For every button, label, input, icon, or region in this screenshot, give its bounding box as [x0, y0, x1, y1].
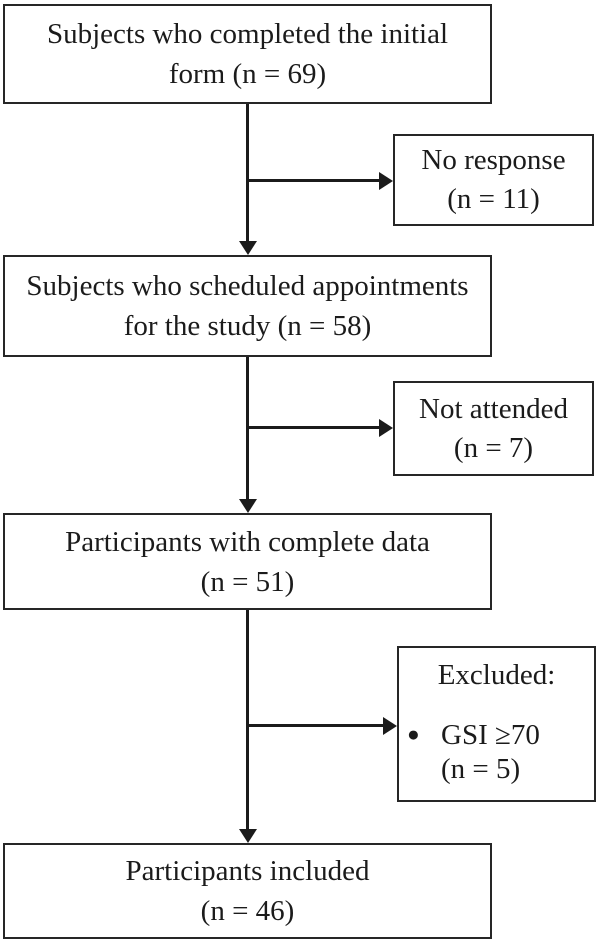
- node-complete-data-line2: (n = 51): [200, 565, 295, 598]
- node-complete-data-line1: Participants with complete data: [65, 525, 430, 558]
- node-complete-data: Participants with complete data (n = 51): [3, 513, 492, 610]
- node-participants-included: Participants included (n = 46): [3, 843, 492, 939]
- node-initial-form-line2: form (n = 69): [168, 58, 327, 90]
- node-no-response: No response (n = 11): [393, 134, 594, 226]
- node-initial-form-line1: Subjects who completed the initial: [46, 18, 449, 50]
- node-scheduled-line2: for the study (n = 58): [123, 310, 372, 342]
- node-no-response-line1: No response: [421, 144, 566, 176]
- connector-branch-not-attended: [246, 426, 379, 429]
- arrowhead-right-excluded-icon: [383, 717, 397, 735]
- node-no-response-line2: (n = 11): [447, 183, 540, 215]
- node-included-line1: Participants included: [125, 855, 370, 887]
- node-excluded-title: Excluded:: [437, 659, 556, 691]
- node-excluded-item-text: GSI ≥70: [441, 719, 540, 751]
- arrowhead-right-not-attended-icon: [379, 419, 393, 437]
- node-not-attended-line2: (n = 7): [453, 431, 534, 464]
- connector-branch-excluded: [246, 724, 383, 727]
- arrowhead-right-no-response-icon: [379, 172, 393, 190]
- node-scheduled-line1: Subjects who scheduled appointments: [26, 270, 469, 302]
- connector-complete-to-included: [246, 610, 249, 829]
- node-not-attended: Not attended (n = 7): [393, 381, 594, 476]
- node-initial-form: Subjects who completed the initial form …: [3, 4, 492, 104]
- node-scheduled-appointments: Subjects who scheduled appointments for …: [3, 255, 492, 357]
- node-excluded-item: ● GSI ≥70: [399, 718, 594, 752]
- bullet-icon: ●: [407, 722, 420, 746]
- arrowhead-down-scheduled-icon: [239, 241, 257, 255]
- node-included-line2: (n = 46): [200, 895, 295, 927]
- arrowhead-down-complete-icon: [239, 499, 257, 513]
- connector-initial-to-scheduled: [246, 104, 249, 241]
- node-not-attended-line1: Not attended: [419, 392, 568, 425]
- connector-branch-no-response: [246, 179, 379, 182]
- arrowhead-down-included-icon: [239, 829, 257, 843]
- node-excluded: Excluded: ● GSI ≥70 (n = 5): [397, 646, 596, 802]
- node-excluded-count: (n = 5): [441, 753, 521, 785]
